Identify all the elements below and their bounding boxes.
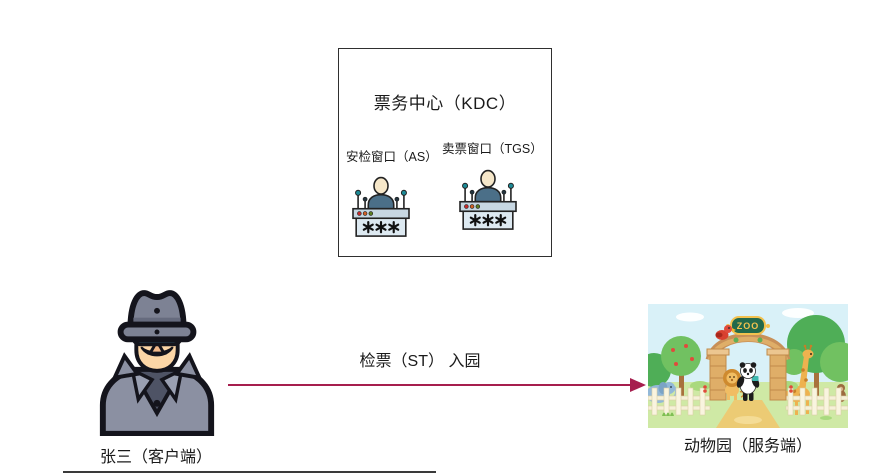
apple-tree	[661, 336, 701, 376]
client-label: 张三（客户端）	[99, 449, 212, 466]
tgs-window-label: 卖票窗口（TGS）	[442, 142, 543, 156]
bottom-divider	[63, 471, 436, 473]
tgs-desk-icon	[458, 169, 518, 231]
as-window-label: 安检窗口（AS）	[346, 150, 438, 164]
as-desk-icon	[351, 176, 411, 238]
spy-nose	[147, 338, 167, 355]
st-arrow	[228, 378, 646, 392]
zoo-illustration: ZOO	[648, 304, 848, 428]
arrow-label: 检票（ST） 入园	[359, 353, 481, 370]
zoo-sign-text: ZOO	[737, 321, 760, 331]
bird	[715, 325, 736, 340]
server-label: 动物园（服务端）	[683, 438, 812, 455]
lion	[723, 369, 745, 400]
spy-client-icon	[99, 290, 215, 436]
zoo-fence	[648, 387, 848, 416]
kdc-box: 票务中心（KDC） 安检窗口（AS） 卖票窗口（TGS）	[338, 48, 552, 257]
zoo-path	[716, 400, 780, 428]
panda	[736, 362, 760, 401]
zoo-sign	[730, 316, 766, 335]
arrow-head-icon	[630, 378, 646, 392]
kdc-title: 票务中心（KDC）	[373, 94, 517, 113]
zoo-gate: ZOO	[705, 316, 791, 401]
